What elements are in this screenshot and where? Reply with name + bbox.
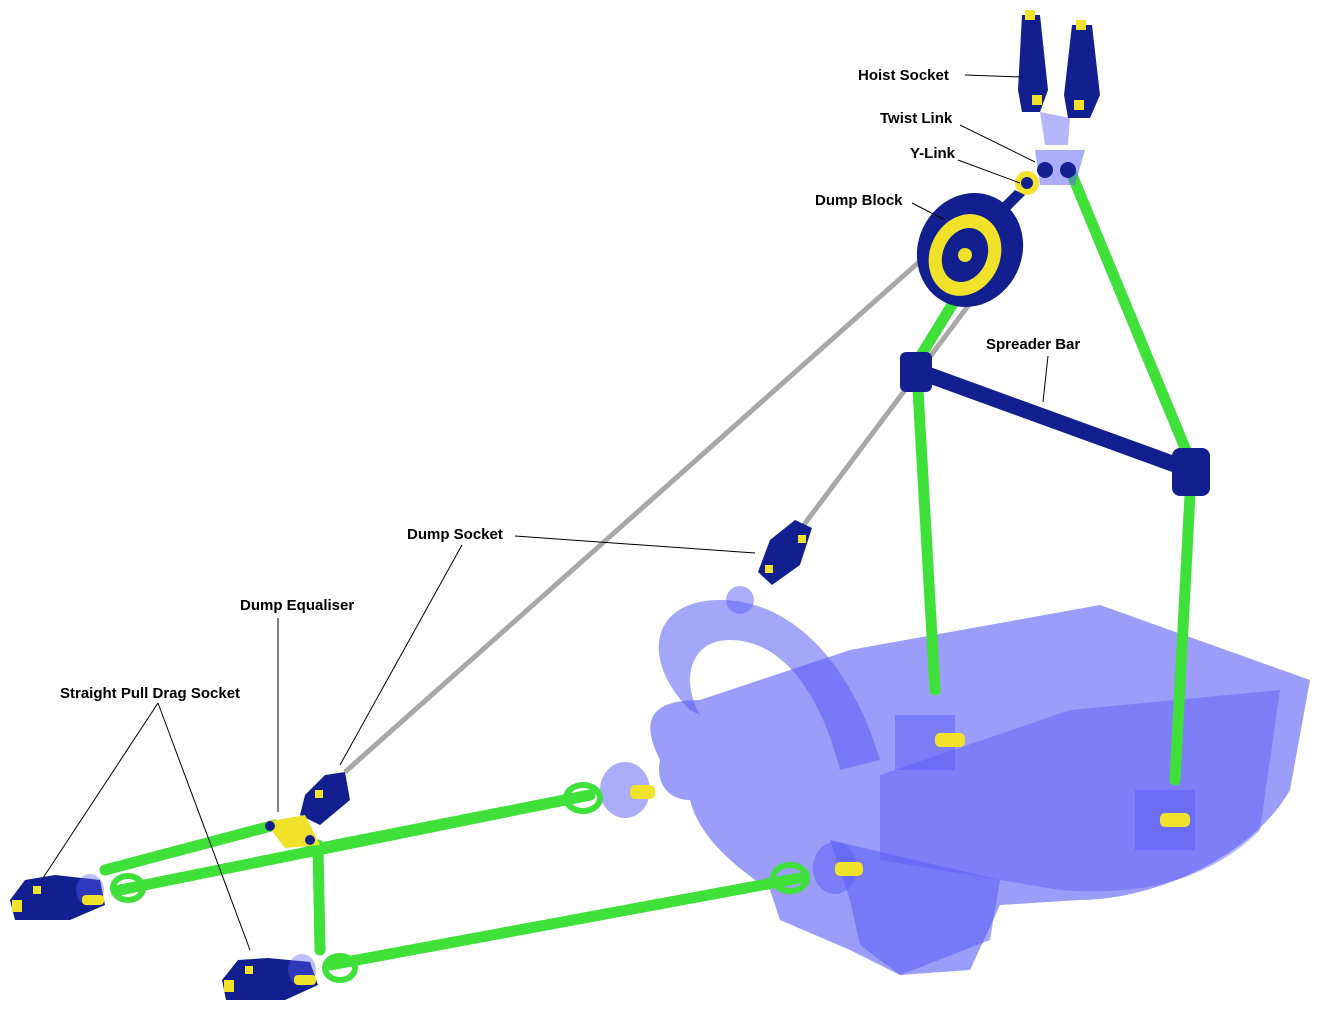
label-dump-equaliser: Dump Equaliser	[240, 597, 354, 614]
label-twist-link: Twist Link	[880, 110, 953, 127]
drag-start-link-upper	[110, 873, 146, 903]
ropes	[343, 228, 982, 774]
dump-socket-upper	[758, 520, 812, 585]
arch-lug	[726, 586, 754, 614]
bucket-pin-boss-upper	[600, 762, 650, 818]
bucket	[600, 586, 1310, 975]
leader-dump-socket-lower	[339, 544, 463, 766]
spreader-bar	[900, 352, 1210, 496]
twist-link	[1035, 150, 1085, 185]
hoist-chain-rear-lower	[1169, 489, 1196, 786]
drag-end-link-lower	[770, 862, 810, 894]
drag-start-link-lower	[322, 953, 358, 983]
label-y-link: Y-Link	[910, 145, 956, 162]
label-dump-block: Dump Block	[815, 192, 903, 209]
drag-chain-lower	[324, 872, 806, 971]
y-link	[1000, 171, 1039, 212]
leader-spreader-bar	[1042, 355, 1049, 403]
bucket-teeth	[830, 840, 1000, 975]
dump-rope-long	[343, 228, 957, 774]
hoist-sockets	[1018, 10, 1100, 145]
leader-twist-link	[959, 124, 1036, 163]
hoist-chain-front-lower	[912, 384, 941, 696]
equaliser-chain	[312, 839, 326, 956]
drag-socket-lower	[222, 954, 318, 1000]
labels: Hoist Socket Twist Link Y-Link Dump Bloc…	[60, 67, 1080, 702]
leader-drag-socket-upper	[42, 702, 159, 879]
leader-dump-block	[911, 202, 946, 221]
leader-hoist-socket	[964, 74, 1023, 78]
drag-chain-upper-a	[99, 819, 281, 876]
leader-drag-socket-lower	[157, 702, 251, 951]
hoist-chain-rear-upper	[1064, 164, 1196, 466]
label-dump-socket: Dump Socket	[407, 526, 503, 543]
leader-lines	[42, 74, 1049, 951]
bucket-body	[650, 605, 1310, 975]
leader-dump-socket-upper	[514, 535, 756, 554]
leader-y-link	[957, 159, 1021, 184]
drag-socket-upper	[10, 874, 105, 920]
label-straight-pull-drag-socket: Straight Pull Drag Socket	[60, 685, 240, 702]
dump-socket-lower	[300, 772, 350, 825]
drag-chain-upper-c	[304, 789, 596, 856]
label-spreader-bar: Spreader Bar	[986, 336, 1080, 353]
chains	[99, 164, 1196, 983]
bucket-pins	[630, 733, 1190, 876]
drag-end-link-upper	[563, 782, 603, 814]
dump-block	[916, 193, 1024, 307]
label-hoist-socket: Hoist Socket	[858, 67, 949, 84]
dump-equaliser	[265, 815, 320, 848]
dump-rope-short	[798, 288, 982, 532]
bucket-arch	[658, 600, 880, 770]
